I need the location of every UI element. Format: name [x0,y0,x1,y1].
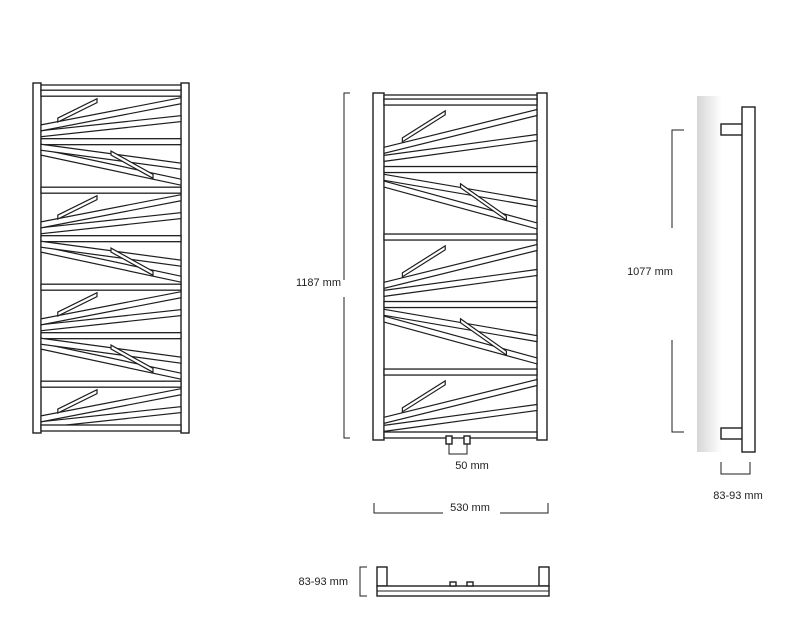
dimension-height-axis: 1077 mm [627,129,684,433]
side-view [697,96,756,453]
center-front-view [372,92,548,445]
dimension-height-total-line [343,92,350,439]
center-front-view-bars [383,94,538,439]
horizontal-bar [40,138,182,146]
dimension-wall-distance-bottom-label: 83-93 mm [298,576,348,588]
bottom-view-right-bracket [538,566,550,587]
diagonal-bar [40,342,182,380]
horizontal-bar [383,368,538,376]
dimension-width-line [373,503,549,514]
horizontal-bar [40,235,182,243]
side-view-radiator-profile [741,106,756,453]
diagonal-bar [40,211,182,235]
diagonal-bar [383,108,538,155]
dimension-height-axis-line [671,129,684,433]
diagonal-bar [57,291,98,318]
bottom-bar [40,424,182,432]
dimension-wall-distance-bottom: 83-93 mm [298,566,367,597]
left-front-view-right-rail [180,82,190,434]
diagonal-bar [40,148,182,186]
center-front-view-left-rail [372,92,385,441]
diagonal-bar [110,150,154,180]
diagonal-bar [40,193,182,229]
horizontal-bar [383,233,538,241]
dimension-height-total: 1187 mm [296,92,350,439]
horizontal-bar [40,89,182,97]
diagonal-bar [40,337,182,364]
dimension-width: 530 mm [373,502,549,514]
diagonal-bar [57,388,98,415]
bottom-view-valve-left [449,581,457,587]
diagonal-bar [40,240,182,267]
wall [697,96,722,452]
diagonal-bar [383,133,538,163]
dimension-pipe-spacing: 50 mm [448,444,489,472]
left-front-view-bars [40,84,182,432]
horizontal-bar [40,283,182,291]
horizontal-bar [40,332,182,340]
dimension-pipe-spacing-label: 50 mm [455,460,489,472]
diagonal-bar [57,194,98,221]
diagonal-bar [383,173,538,208]
diagonal-bar [40,245,182,283]
dimension-pipe-spacing-line [448,444,468,455]
diagonal-bar [40,143,182,170]
dimension-width-label: 530 mm [450,502,490,514]
diagonal-bar [40,290,182,326]
diagonal-bar [459,317,507,357]
diagonal-bar [383,308,538,343]
diagonal-bar [40,114,182,138]
dimension-wall-distance-side-label: 83-93 mm [713,490,763,502]
valve-connection-left [445,435,453,445]
dimension-wall-distance-side-line [720,462,751,475]
left-front-view-left-rail [32,82,42,434]
bottom-view [376,566,550,597]
diagonal-bar [110,247,154,277]
diagonal-bar [383,403,538,433]
dimension-wall-distance-bottom-line [359,566,367,597]
bottom-view-valve-right [466,581,474,587]
diagonal-bar [57,97,98,124]
diagonal-bar [110,344,154,374]
horizontal-bar [383,98,538,106]
bottom-view-left-bracket [376,566,388,587]
dimension-height-total-label: 1187 mm [296,277,341,289]
diagonal-bar [401,244,446,278]
horizontal-bar [383,300,538,309]
horizontal-bar [383,165,538,174]
diagonal-bar [401,109,446,143]
diagonal-bar [40,96,182,132]
left-front-view [32,82,190,434]
side-view-top-bracket [720,123,744,136]
valve-connection-right [463,435,471,445]
diagonal-bar [40,387,182,423]
center-front-view-right-rail [536,92,548,441]
diagonal-bar [459,182,507,222]
diagonal-bar [40,308,182,332]
bottom-bar [383,431,538,439]
diagonal-bar [401,379,446,413]
dimension-height-axis-label: 1077 mm [627,266,673,278]
diagonal-bar [383,315,538,365]
dimension-wall-distance-side: 83-93 mm [713,462,763,502]
horizontal-bar [40,380,182,388]
diagonal-bar [383,180,538,230]
diagonal-bar [383,378,538,425]
diagonal-bar [383,268,538,298]
diagonal-bar [383,243,538,290]
horizontal-bar [40,186,182,194]
side-view-bottom-bracket [720,427,744,440]
